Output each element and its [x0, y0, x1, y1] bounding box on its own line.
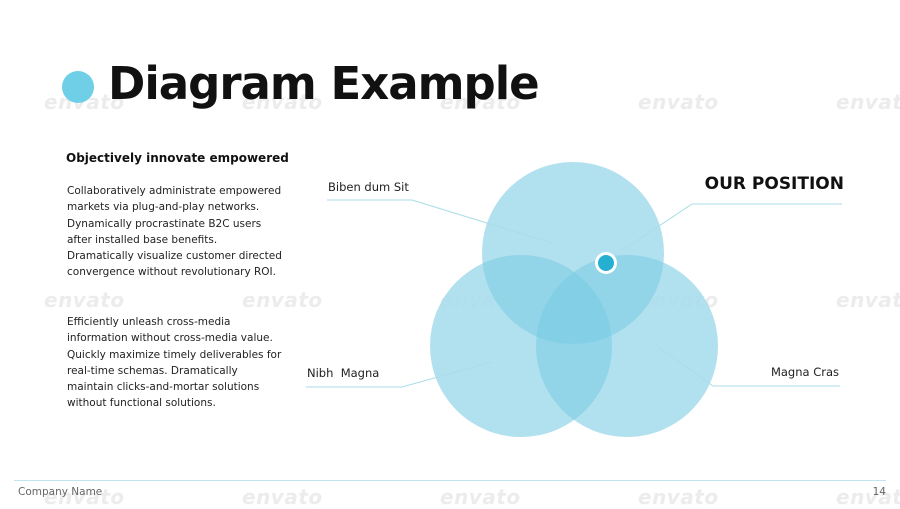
slide-title: Diagram Example: [108, 57, 540, 110]
position-marker-dot: [598, 255, 614, 271]
overlap-bottom: [536, 255, 612, 437]
watermark: envato: [638, 90, 719, 114]
watermark: envato: [242, 90, 323, 114]
body-paragraph-2: Efficiently unleash cross-media informat…: [67, 316, 282, 410]
watermark: envato: [440, 485, 521, 509]
watermark: envato: [242, 288, 323, 312]
footer-page-number: 14: [872, 486, 886, 498]
label-top-left: Biben dum Sit: [328, 180, 409, 194]
subheading: Objectively innovate empowered: [66, 151, 289, 165]
watermark: envato: [44, 485, 125, 509]
watermark: envato: [44, 288, 125, 312]
watermark: envato: [440, 90, 521, 114]
label-bottom-left: Nibh Magna: [307, 366, 379, 380]
label-our-position: OUR POSITION: [705, 174, 844, 194]
watermark: envato: [242, 485, 323, 509]
watermark: envato: [836, 288, 900, 312]
watermark: envato: [836, 485, 900, 509]
footer-company-name: Company Name: [18, 486, 103, 498]
label-bottom-right: Magna Cras: [771, 365, 839, 379]
title-bullet-dot: [62, 71, 94, 103]
footer-divider: [14, 480, 886, 481]
watermark: envato: [638, 485, 719, 509]
watermark: envato: [836, 90, 900, 114]
body-paragraph-1: Collaboratively administrate empowered m…: [67, 185, 282, 279]
